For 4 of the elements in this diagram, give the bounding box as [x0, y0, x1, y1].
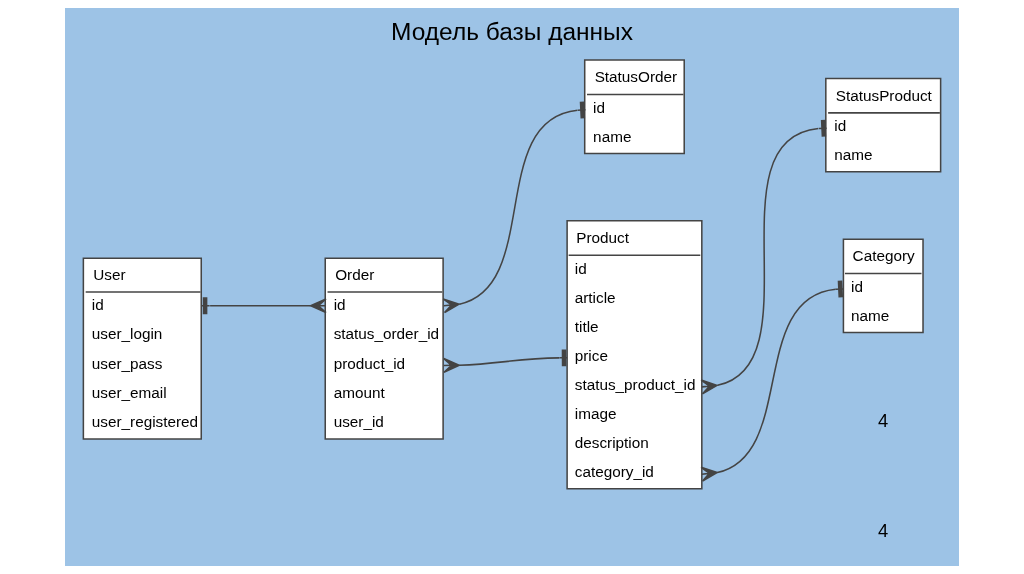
- connector: [700, 119, 828, 395]
- label: 4: [878, 409, 889, 431]
- diagram-title: Модель базы данных: [391, 17, 633, 45]
- label: 4: [878, 520, 889, 542]
